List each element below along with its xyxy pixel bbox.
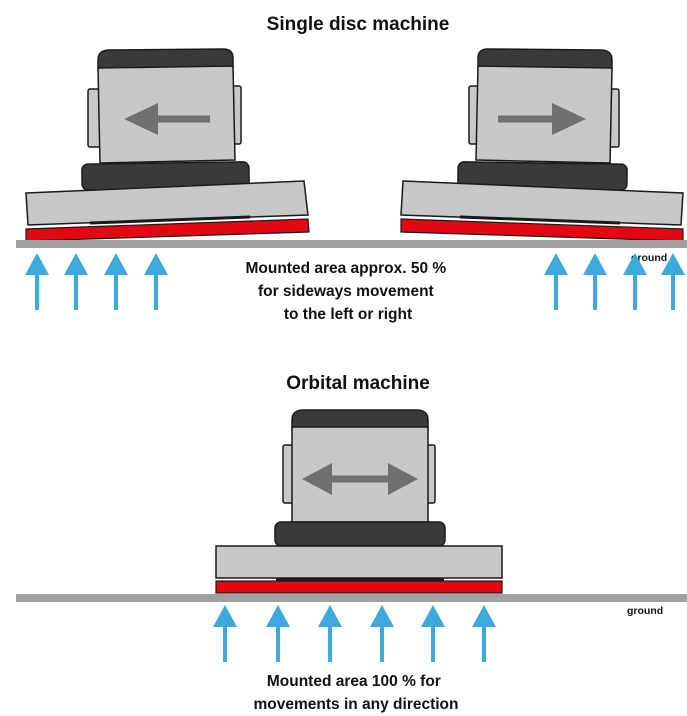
ground-label-bottom: ground (627, 605, 663, 617)
arrow-double-icon (302, 463, 418, 495)
support-arrow-up-icon (583, 253, 607, 310)
support-arrows-top (25, 253, 685, 310)
top-caption-line-3: to the left or right (284, 306, 412, 323)
support-arrow-up-icon (623, 253, 647, 310)
support-arrow-up-icon (64, 253, 88, 310)
arrow-left-icon (124, 103, 210, 135)
support-arrow-up-icon (25, 253, 49, 310)
ground-label-top: ground (631, 252, 667, 264)
top-title: Single disc machine (267, 14, 450, 35)
ground-line-bottom (16, 594, 687, 602)
support-arrow-up-icon (144, 253, 168, 310)
bottom-caption-line-1: Mounted area 100 % for (267, 673, 441, 690)
support-arrow-up-icon (104, 253, 128, 310)
support-arrow-up-icon (266, 605, 290, 662)
orbital-machine (215, 409, 503, 594)
support-arrow-up-icon (421, 605, 445, 662)
single-disc-machine-right (400, 48, 684, 242)
single-disc-machine-left (25, 48, 310, 242)
top-caption-line-2: for sideways movement (258, 283, 434, 300)
support-arrow-up-icon (661, 253, 685, 310)
support-arrows-bottom (213, 605, 496, 662)
bottom-title: Orbital machine (286, 373, 430, 394)
bottom-caption: Mounted area 100 % for movements in any … (254, 673, 459, 713)
top-caption-line-1: Mounted area approx. 50 % (245, 260, 446, 277)
support-arrow-up-icon (318, 605, 342, 662)
ground-line-top (16, 240, 687, 248)
top-caption: Mounted area approx. 50 % for sideways m… (245, 260, 450, 323)
support-arrow-up-icon (213, 605, 237, 662)
bottom-caption-line-2: movements in any direction (254, 696, 459, 713)
support-arrow-up-icon (370, 605, 394, 662)
support-arrow-up-icon (544, 253, 568, 310)
support-arrow-up-icon (472, 605, 496, 662)
arrow-right-icon (498, 103, 586, 135)
